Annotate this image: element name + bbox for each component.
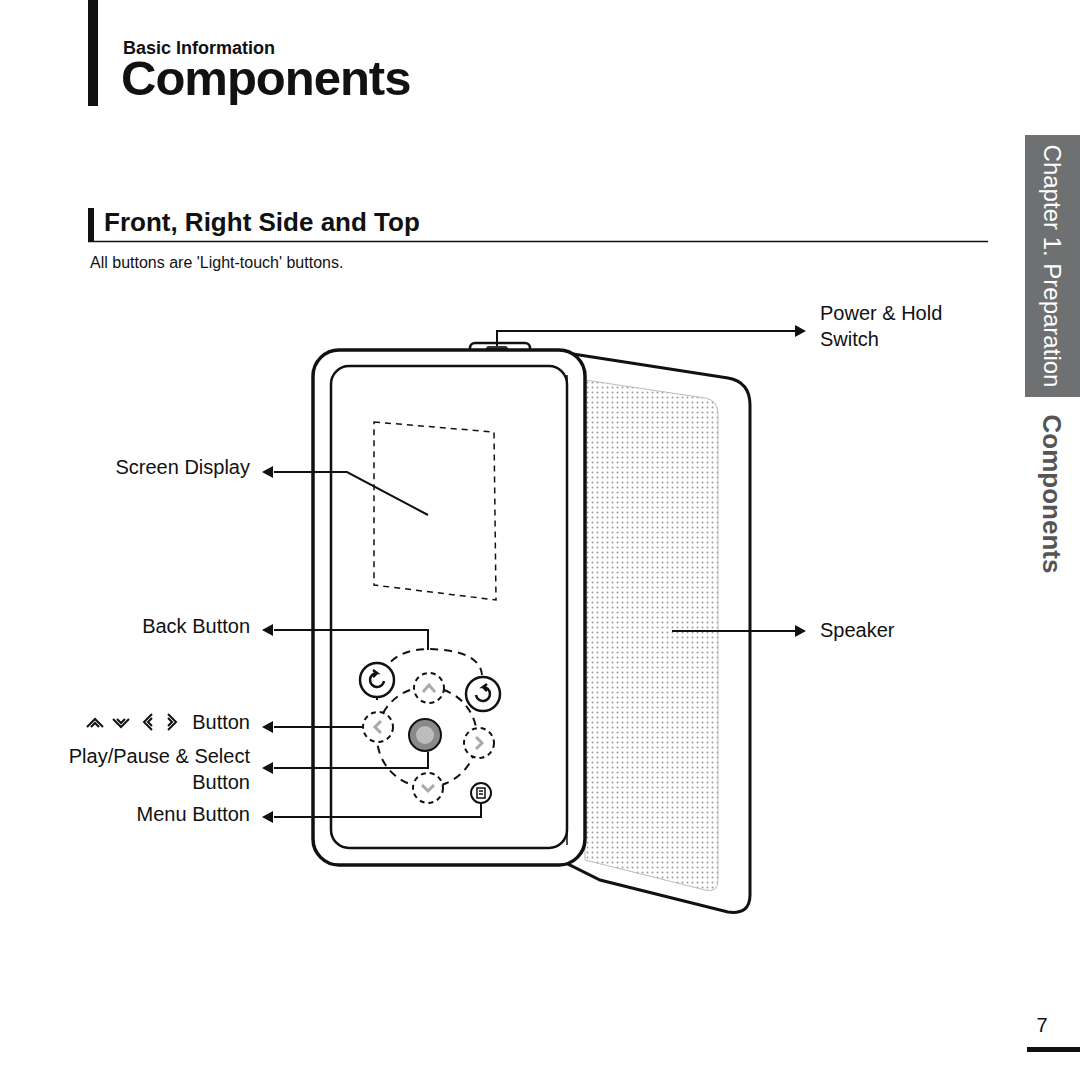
leader-lines [274, 331, 796, 817]
play-button [409, 719, 441, 751]
direction-symbols [87, 714, 176, 730]
speaker-panel [560, 352, 750, 912]
callout-label: Play/Pause & Select Button [60, 743, 250, 795]
play-button-inner [416, 726, 434, 744]
speaker-grille [585, 380, 718, 891]
section-label: Basic Information [123, 37, 383, 60]
forward-icon [476, 684, 490, 701]
callout-label: Power & Hold Switch [820, 300, 960, 352]
forward-button [466, 677, 500, 711]
player-face [331, 366, 567, 848]
screen-area [374, 422, 496, 600]
callout-label: Button [188, 709, 250, 735]
chapter-band: Chapter 1. Preparation [1025, 135, 1080, 397]
direction-buttons [363, 673, 494, 803]
page-title: Components [121, 52, 410, 106]
body-edge [566, 375, 568, 845]
sidebar-label: Components [1036, 414, 1068, 574]
header-bar [88, 0, 98, 106]
back-button [360, 663, 394, 697]
callout-label: Menu Button [60, 801, 250, 827]
callout-label: Screen Display [60, 454, 250, 480]
direction-arrows [375, 685, 482, 791]
back-icon [370, 670, 384, 687]
callout-label: Back Button [60, 613, 250, 639]
menu-icon [477, 788, 485, 798]
note: All buttons are 'Light-touch' buttons. [90, 253, 590, 274]
arrowheads [262, 325, 806, 823]
page-bar [1027, 1047, 1080, 1052]
player-body [313, 350, 585, 865]
callout-label: Speaker [820, 617, 960, 643]
menu-button [471, 783, 491, 803]
subheading-rule [88, 241, 988, 243]
subheading: Front, Right Side and Top [104, 206, 704, 240]
page-number: 7 [1022, 1012, 1062, 1038]
subheading-bar [88, 208, 94, 242]
chapter-title: Chapter 1. Preparation [1038, 145, 1068, 388]
